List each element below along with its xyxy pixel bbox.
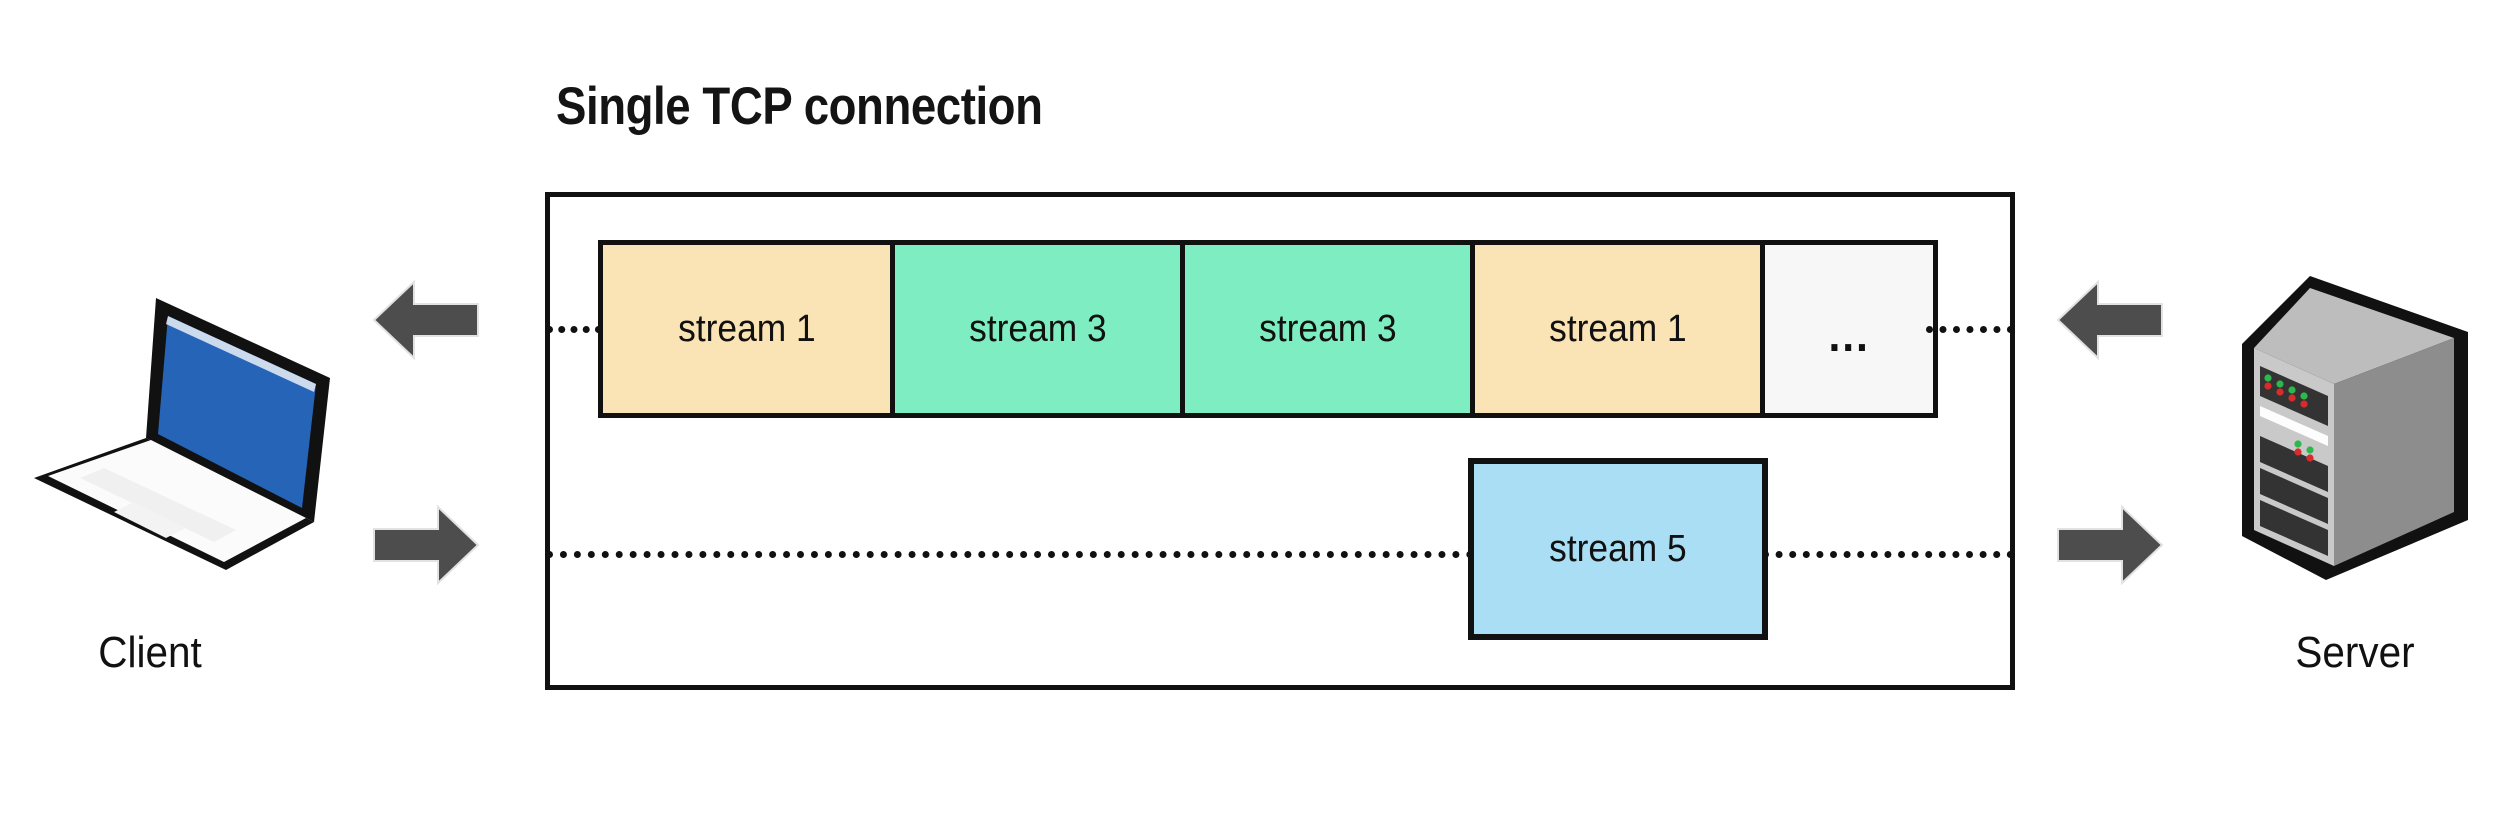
- downstream-frame[interactable]: stream 3: [1185, 245, 1475, 413]
- downstream-frame[interactable]: stream 1: [1475, 245, 1765, 413]
- client-upstream-arrow: [372, 503, 480, 587]
- server-device: [2230, 268, 2480, 588]
- downstream-frame-label: stream 3: [1258, 307, 1397, 350]
- downstream-frame-label: stream 3: [968, 307, 1107, 350]
- server-downstream-arrow: [2056, 278, 2164, 362]
- downstream-dotted-line-right: [1926, 326, 2014, 333]
- downstream-frame-label: ...: [1828, 309, 1870, 361]
- page-title: Single TCP connection: [556, 77, 1043, 136]
- client-device: [18, 280, 348, 580]
- downstream-frame-more[interactable]: ...: [1765, 245, 1933, 413]
- laptop-icon: [34, 298, 330, 570]
- server-tower-icon: [2242, 276, 2468, 580]
- downstream-frames: stream 1 stream 3 stream 3 stream 1...: [598, 240, 1938, 418]
- downstream-dotted-line-left: [546, 326, 602, 333]
- upstream-frame-label: stream 5: [1549, 527, 1687, 570]
- upstream-dotted-line-left: [546, 551, 1474, 558]
- client-label: Client: [98, 628, 202, 677]
- downstream-frame[interactable]: stream 1: [603, 245, 895, 413]
- upstream-frame-stream5[interactable]: stream 5: [1468, 458, 1768, 640]
- upstream-dotted-line-right: [1762, 551, 2014, 558]
- client-downstream-arrow: [372, 278, 480, 362]
- server-label: Server: [2295, 628, 2415, 677]
- downstream-frame-label: stream 1: [1548, 307, 1687, 350]
- downstream-frame-label: stream 1: [677, 307, 816, 350]
- server-upstream-arrow: [2056, 503, 2164, 587]
- downstream-frame[interactable]: stream 3: [895, 245, 1185, 413]
